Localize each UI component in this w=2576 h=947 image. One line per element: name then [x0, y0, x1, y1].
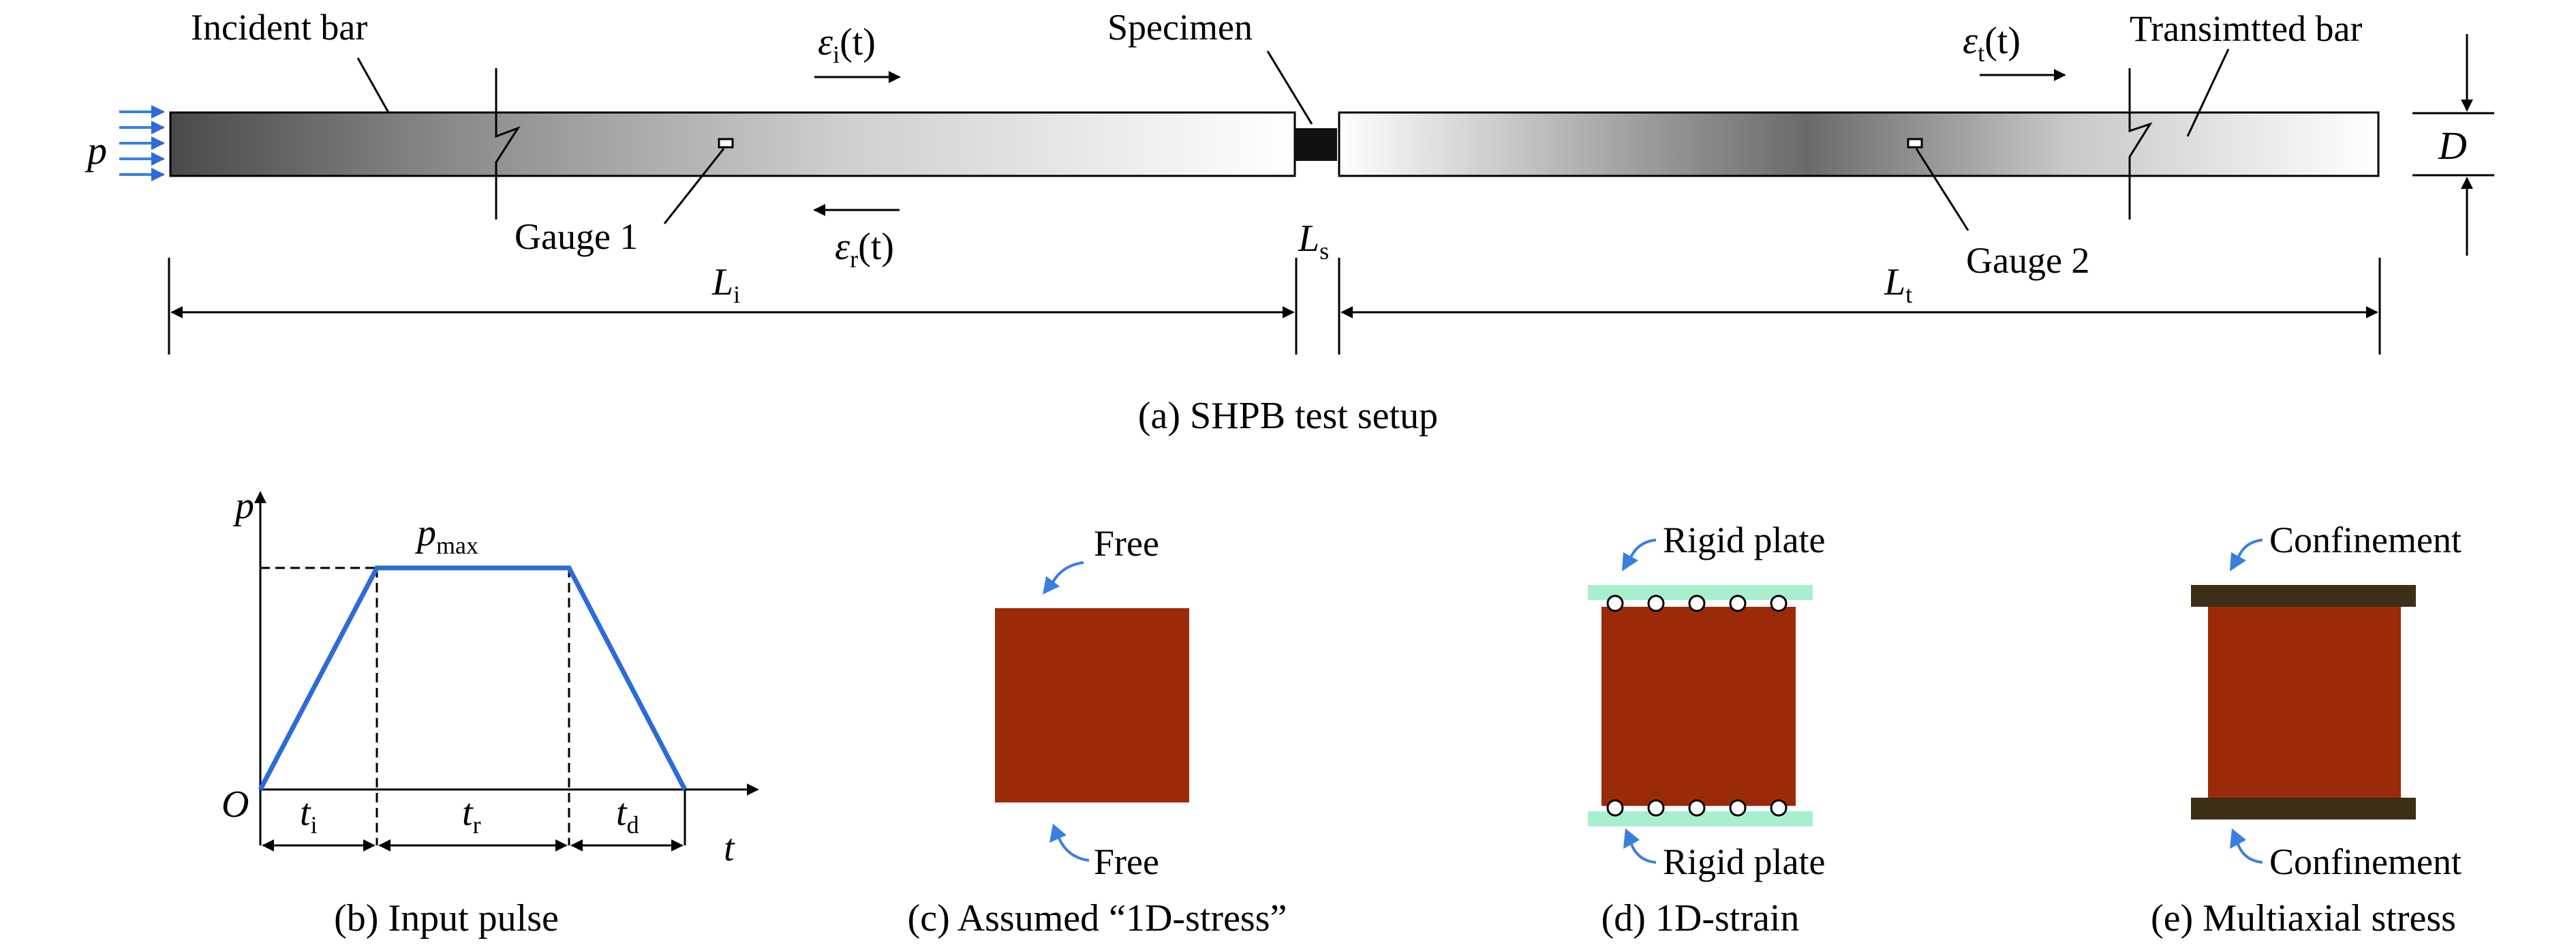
specimen-multiaxial	[2208, 607, 2401, 798]
gauge-2	[1907, 138, 1923, 149]
origin-label: O	[221, 783, 249, 826]
diameter-dimension	[2412, 34, 2494, 256]
transmitted-bar-label: Transimtted bar	[2130, 8, 2362, 49]
panel-d-1d-strain: Rigid plate Rigid plate (d) 1D-strain	[1588, 520, 1825, 940]
specimen-label: Specimen	[1107, 7, 1253, 48]
reflected-strain-label: εr(t)	[835, 226, 894, 273]
specimen-length-label: Ls	[1298, 217, 1329, 265]
length-dimensions	[168, 258, 2381, 355]
ti-label: ti	[300, 792, 318, 839]
diameter-label: D	[2438, 123, 2467, 168]
rigid-plate-top-label: Rigid plate	[1663, 520, 1825, 560]
confinement-top	[2191, 585, 2416, 607]
pulse-line	[258, 565, 688, 791]
incident-bar-break-mark	[495, 68, 521, 220]
incident-strain-label: εi(t)	[818, 21, 876, 68]
td-label: td	[616, 792, 639, 839]
panel-c-1d-stress: Free Free (c) Assumed “1D-stress”	[908, 523, 1287, 940]
pressure-arrows	[119, 105, 165, 181]
confinement-top-arrowhead	[2230, 552, 2246, 571]
confinement-bottom-arrow	[2235, 839, 2263, 864]
free-bottom-label: Free	[1094, 841, 1159, 882]
t-axis-label: t	[724, 827, 735, 869]
pressure-symbol: p	[85, 128, 107, 172]
incident-length-label: Li	[711, 261, 740, 308]
panel-b-input-pulse: p t O pmax ti tr td (b) Input pulse	[221, 485, 759, 940]
specimen-leader	[1266, 50, 1313, 125]
specimen-confined-strain	[1601, 607, 1796, 806]
rollers-bottom	[1606, 799, 1788, 817]
transmitted-bar	[1338, 111, 2380, 177]
panel-c-caption: (c) Assumed “1D-stress”	[908, 897, 1287, 940]
rigid-plate-top-arrowhead	[1622, 552, 1638, 571]
transmitted-length-label: Lt	[1884, 261, 1912, 308]
confinement-bottom	[2191, 798, 2416, 820]
gauge-2-label: Gauge 2	[1966, 240, 2089, 281]
gauge-2-leader	[1915, 148, 1969, 231]
free-bottom-arrowhead	[1049, 824, 1067, 843]
specimen-free	[995, 608, 1189, 802]
panel-e-multiaxial: Confinement Confinement (e) Multiaxial s…	[2151, 520, 2462, 940]
transmitted-strain-label: εt(t)	[1963, 20, 2021, 67]
panel-d-caption: (d) 1D-strain	[1601, 897, 1800, 940]
rigid-plate-bottom	[1588, 811, 1813, 826]
pmax-label: pmax	[414, 512, 478, 559]
rigid-plate-bottom-arrow	[1629, 839, 1657, 864]
free-top-arrow	[1049, 561, 1084, 587]
panel-e-caption: (e) Multiaxial stress	[2151, 897, 2456, 940]
free-bottom-arrow	[1056, 835, 1090, 862]
panel-a-shpb-setup: p εi(t) εr(t) εt(t) Incident bar Specime…	[85, 7, 2494, 437]
panel-a-caption: (a) SHPB test setup	[1138, 395, 1438, 437]
p-axis-label: p	[232, 485, 254, 527]
transmitted-bar-leader	[2186, 48, 2230, 137]
transmitted-bar-break-mark	[2128, 68, 2153, 220]
gauge-1-leader	[663, 148, 725, 224]
confinement-top-label: Confinement	[2269, 520, 2462, 560]
pulse-guides	[260, 567, 570, 845]
free-top-arrowhead	[1043, 576, 1060, 595]
incident-bar-label: Incident bar	[191, 7, 367, 48]
free-top-label: Free	[1094, 523, 1159, 564]
rigid-plate-bottom-arrowhead	[1623, 828, 1640, 849]
confinement-bottom-arrowhead	[2230, 828, 2246, 849]
incident-bar-leader	[356, 57, 390, 113]
gauge-1	[718, 138, 734, 149]
panel-b-caption: (b) Input pulse	[334, 897, 559, 940]
rigid-plate-top	[1588, 585, 1813, 600]
rigid-plate-bottom-label: Rigid plate	[1663, 841, 1825, 882]
gauge-1-label: Gauge 1	[515, 216, 638, 257]
tr-label: tr	[462, 792, 481, 839]
specimen-block	[1295, 128, 1337, 161]
confinement-bottom-label: Confinement	[2269, 841, 2462, 882]
rollers-top	[1606, 595, 1788, 612]
